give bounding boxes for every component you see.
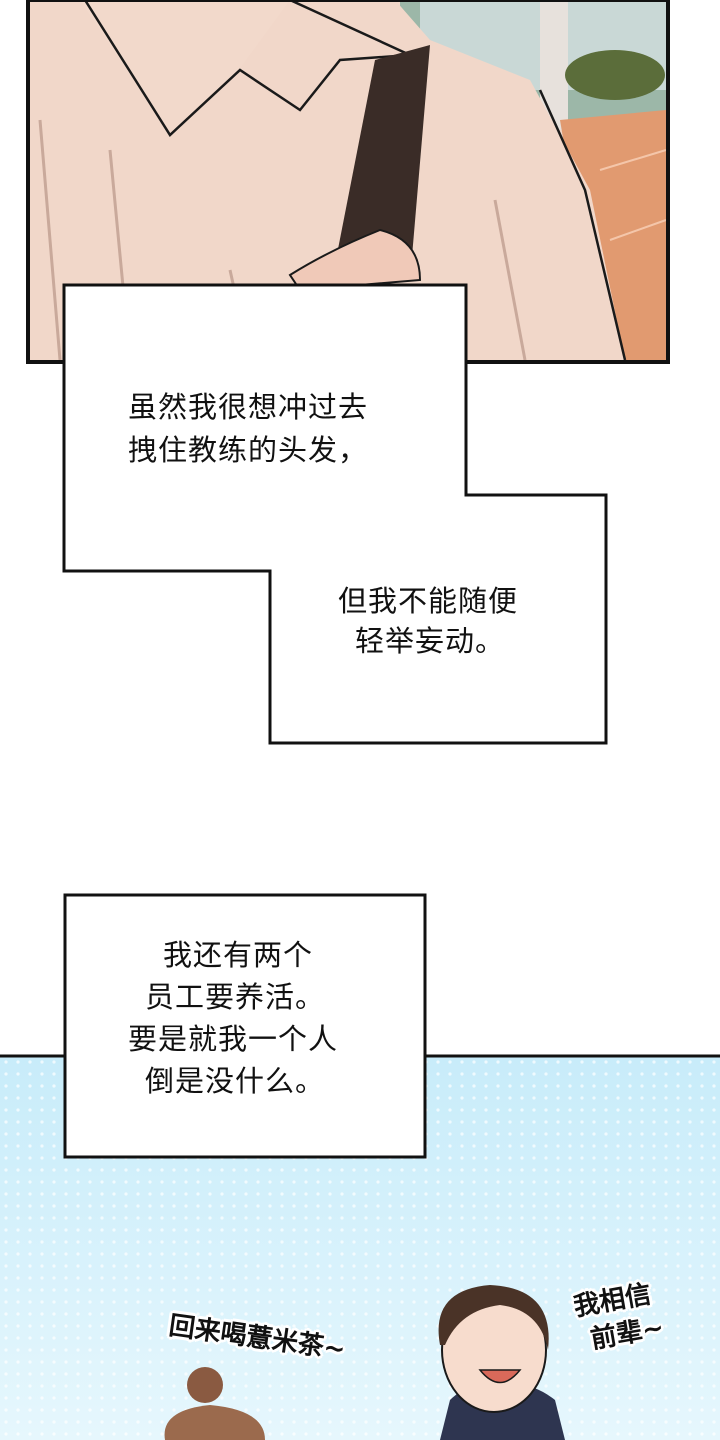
caption-line: 虽然我很想冲过去 bbox=[128, 390, 369, 424]
caption-line: 倒是没什么。 bbox=[145, 1064, 326, 1098]
caption-line: 我还有两个 bbox=[163, 938, 314, 972]
caption-line: 员工要养活。 bbox=[145, 980, 326, 1014]
caption-line: 要是就我一个人 bbox=[128, 1022, 339, 1056]
caption-line: 轻举妄动。 bbox=[355, 624, 506, 658]
caption-line: 但我不能随便 bbox=[338, 584, 519, 618]
caption-line: 拽住教练的头发， bbox=[128, 433, 369, 467]
woman-character bbox=[164, 1367, 265, 1440]
man-character bbox=[438, 1285, 565, 1440]
